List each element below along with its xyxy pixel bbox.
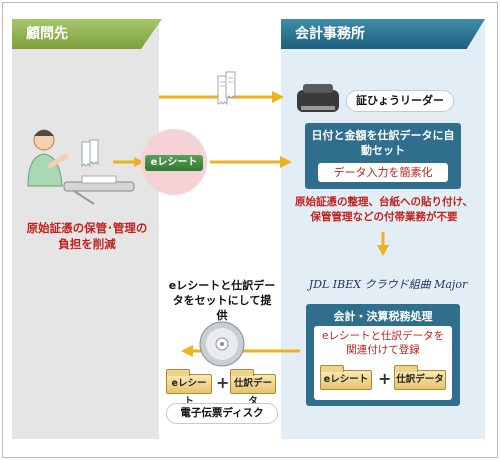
office-header: 会計事務所 [281, 19, 485, 49]
arrow-head-return [181, 345, 193, 357]
scanner-device-icon [297, 84, 339, 112]
held-receipts-icon [81, 139, 99, 168]
disk-ereceipt-folder: eレシート [166, 369, 212, 407]
scanner-label: 証ひょうリーダー [346, 90, 454, 112]
office-plus-sign: + [378, 369, 392, 388]
burden-reduction-text: 原始証憑の保管･管理の負担を削減 [26, 221, 148, 251]
desk-scanner-icon [63, 175, 135, 205]
receipts-icon [217, 71, 236, 106]
provide-set-text: eレシートと仕訳データをセットにして提供 [168, 279, 276, 322]
client-panel: 顧問先 [12, 19, 162, 439]
arrow-head-ereceipt [280, 156, 292, 168]
tax-processing-title: 会計・決算税務処理 [333, 310, 433, 323]
disk-label: 電子伝票ディスク [166, 403, 278, 424]
ereceipt-card [145, 155, 203, 171]
disk-journal-folder: 仕訳データ [230, 369, 276, 407]
auto-set-title: 日付と金額を仕訳データに自動セット [311, 129, 455, 157]
ereceipt-label: eレシート [150, 157, 198, 168]
person-icon [27, 129, 69, 187]
cd-disk-icon [199, 321, 245, 367]
arrow-head-receipts [272, 91, 284, 103]
client-header: 顧問先 [12, 19, 162, 49]
simplify-label: データ入力を簡素化 [318, 163, 448, 182]
arrow-head-person [134, 157, 144, 167]
unnecessary-tasks-text: 原始証憑の整理、台紙への貼り付け、保管管理などの付帯業務が不要 [295, 196, 473, 223]
office-journal-folder: 仕訳データ [394, 365, 446, 390]
disk-plus-sign: + [216, 373, 230, 392]
software-logo: JDL IBEX クラウド組曲 Major [308, 278, 468, 291]
office-ereceipt-folder: eレシート [320, 365, 372, 390]
arrow-head-down [377, 245, 389, 256]
link-register-text: eレシートと仕訳データを関連付けて登録 [322, 330, 444, 356]
